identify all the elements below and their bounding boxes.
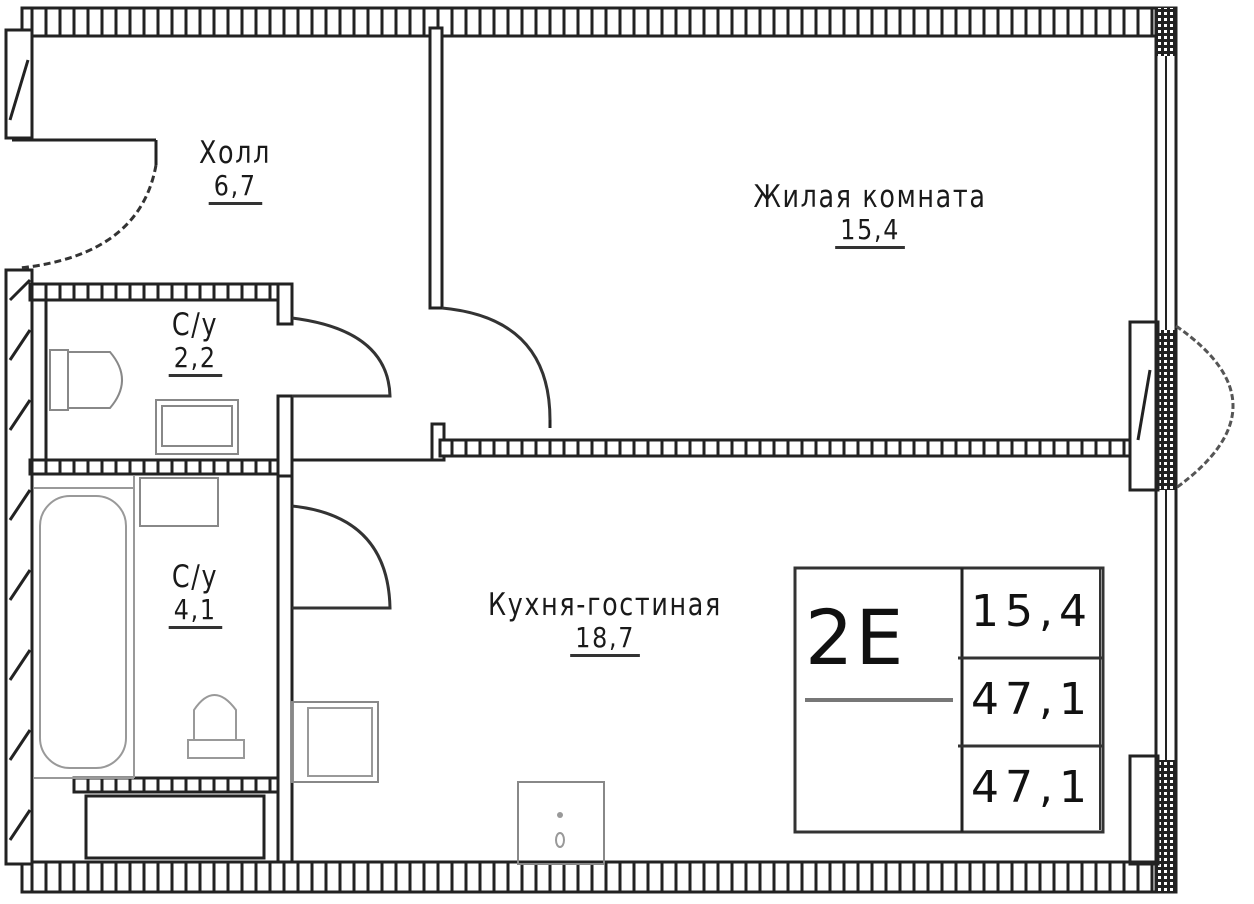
entrance-door xyxy=(12,138,158,270)
bathroom-large-door xyxy=(291,504,392,610)
room-area: 6,7 xyxy=(208,170,262,205)
toilet-icon xyxy=(49,349,123,411)
room-name: Кухня-гостиная xyxy=(488,587,722,623)
balcony-door xyxy=(1128,320,1235,492)
room-label-bathroom-small: С/у 2,2 xyxy=(140,308,250,377)
exterior-wall-right xyxy=(1154,6,1178,894)
exterior-wall-bottom xyxy=(20,860,1164,894)
bathtub-icon xyxy=(34,476,135,779)
bathroom-small-walls xyxy=(28,282,294,478)
room-name: Жилая комната xyxy=(753,179,987,215)
apartment-badge-frame xyxy=(793,566,1105,834)
window-frame-bottom-right xyxy=(1128,754,1160,866)
room-name: С/у xyxy=(171,559,219,595)
apartment-code: 2Е xyxy=(805,593,906,682)
room-name: С/у xyxy=(171,307,219,343)
stove-icon xyxy=(517,781,605,865)
room-area: 2,2 xyxy=(168,342,222,377)
room-area: 15,4 xyxy=(835,214,905,249)
washing-machine-icon xyxy=(291,701,379,783)
exterior-wall-left xyxy=(4,28,34,866)
bathroom-small-door xyxy=(291,316,392,398)
toilet-icon xyxy=(187,694,245,759)
wall-living-kitchen xyxy=(292,438,1132,462)
living-area-value: 15,4 xyxy=(971,586,1093,637)
apartment-badge: 2Е 15,4 47,1 47,1 xyxy=(795,568,1103,832)
apartment-code-underline xyxy=(805,698,953,702)
room-label-hall: Холл 6,7 xyxy=(160,136,310,205)
exterior-wall-top xyxy=(20,6,1164,38)
room-label-bathroom-large: С/у 4,1 xyxy=(140,560,250,629)
partition-hall-living xyxy=(428,26,552,462)
sink-icon xyxy=(155,399,239,455)
room-name: Холл xyxy=(198,135,272,171)
room-area: 4,1 xyxy=(168,594,222,629)
room-label-living-room: Жилая комната 15,4 xyxy=(650,180,1090,249)
total-area-value: 47,1 xyxy=(971,674,1093,725)
sink-icon xyxy=(139,477,219,527)
room-label-kitchen-living: Кухня-гостиная 18,7 xyxy=(400,588,810,657)
room-area: 18,7 xyxy=(570,622,640,657)
total-area-with-balcony-value: 47,1 xyxy=(971,762,1093,813)
bathroom-large-walls xyxy=(30,474,294,864)
